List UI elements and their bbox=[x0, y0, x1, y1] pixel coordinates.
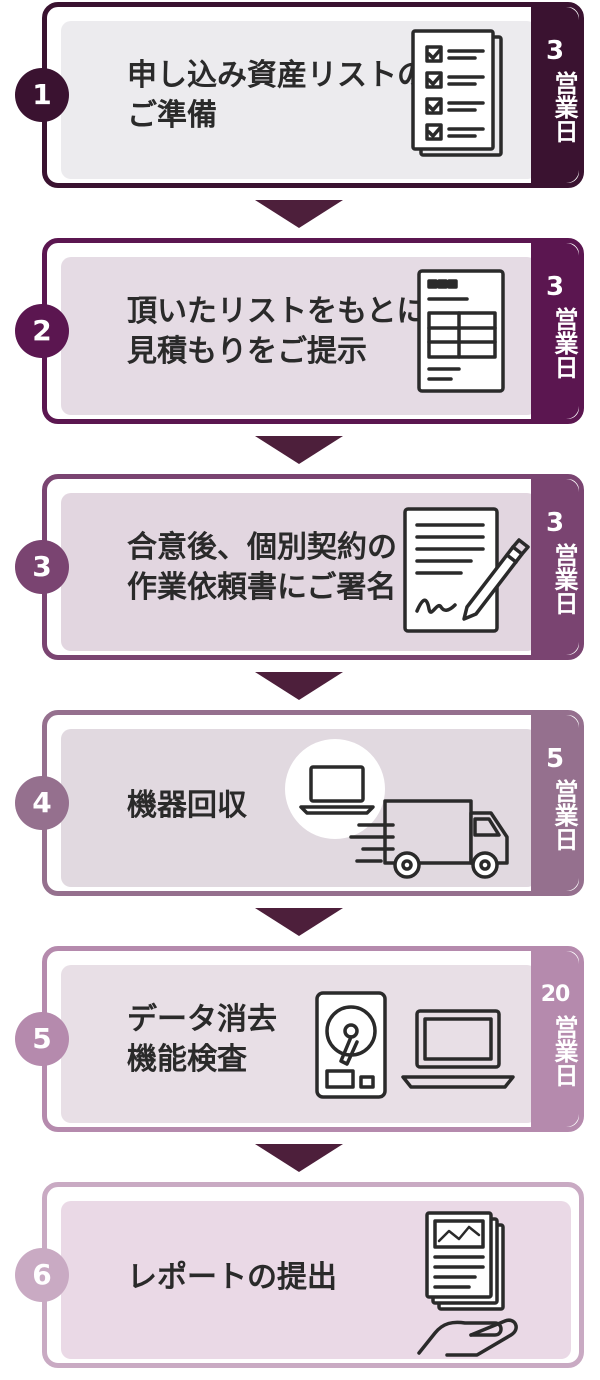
estimate-document-icon bbox=[417, 269, 505, 393]
step-2-title: 頂いたリストをもとに 見積もりをご提示 bbox=[127, 292, 426, 372]
step-1-title: 申し込み資産リストの ご準備 bbox=[127, 56, 427, 136]
step-3-title-line-1: 合意後、個別契約の bbox=[127, 530, 397, 565]
step-2-days-unit: 営業日 bbox=[550, 307, 578, 379]
step-1-number-badge: 1 bbox=[15, 68, 69, 122]
step-5-duration: 20 営業日 bbox=[531, 951, 579, 1127]
step-1-title-line-2: ご準備 bbox=[127, 98, 217, 133]
step-1: 3 営業日 申し込み資産リストの ご準備 bbox=[42, 2, 584, 188]
step-1-title-line-1: 申し込み資産リストの bbox=[127, 58, 427, 93]
step-3-number-badge: 3 bbox=[15, 540, 69, 594]
step-4-duration: 5 営業日 bbox=[531, 715, 579, 891]
step-3-title-line-2: 作業依頼書にご署名 bbox=[127, 570, 397, 605]
step-5-title-line-2: 機能検査 bbox=[127, 1042, 247, 1077]
contract-signing-icon bbox=[403, 507, 530, 633]
step-3-duration: 3 営業日 bbox=[531, 479, 579, 655]
step-4-days: 5 bbox=[545, 744, 565, 774]
step-3-title: 合意後、個別契約の 作業依頼書にご署名 bbox=[127, 528, 397, 608]
step-3: 3 営業日 合意後、個別契約の 作業依頼書にご署名 bbox=[42, 474, 584, 660]
step-5-days: 20 bbox=[540, 982, 571, 1007]
step-1-days-unit: 営業日 bbox=[550, 71, 578, 143]
step-2-title-line-2: 見積もりをご提示 bbox=[127, 334, 367, 369]
step-3-days: 3 bbox=[545, 508, 565, 538]
step-1-days: 3 bbox=[545, 36, 565, 66]
step-5: 20 営業日 データ消去 機能検査 bbox=[42, 946, 584, 1132]
arrow-down-icon bbox=[255, 908, 343, 936]
step-5-number-badge: 5 bbox=[15, 1012, 69, 1066]
hard-drive-and-laptop-icon bbox=[315, 991, 515, 1099]
step-4-title-line-1: 機器回収 bbox=[127, 788, 247, 823]
step-4: 5 営業日 機器回収 bbox=[42, 710, 584, 896]
delivery-truck-laptop-icon bbox=[285, 739, 509, 879]
arrow-down-icon bbox=[255, 200, 343, 228]
report-in-hand-icon bbox=[417, 1211, 518, 1357]
step-4-title: 機器回収 bbox=[127, 786, 247, 826]
step-1-duration: 3 営業日 bbox=[531, 7, 579, 183]
step-6-title: レポートの提出 bbox=[127, 1258, 337, 1298]
step-2-duration: 3 営業日 bbox=[531, 243, 579, 419]
arrow-down-icon bbox=[255, 436, 343, 464]
step-2-number-badge: 2 bbox=[15, 304, 69, 358]
step-6-title-line-1: レポートの提出 bbox=[127, 1260, 337, 1295]
step-4-number-badge: 4 bbox=[15, 776, 69, 830]
step-3-days-unit: 営業日 bbox=[550, 543, 578, 615]
step-5-days-unit: 営業日 bbox=[550, 1015, 578, 1087]
step-6-number-badge: 6 bbox=[15, 1248, 69, 1302]
step-2: 3 営業日 頂いたリストをもとに 見積もりをご提示 bbox=[42, 238, 584, 424]
checklist-icon bbox=[411, 29, 503, 157]
arrow-down-icon bbox=[255, 672, 343, 700]
arrow-down-icon bbox=[255, 1144, 343, 1172]
step-2-title-line-1: 頂いたリストをもとに bbox=[127, 294, 427, 329]
step-6: レポートの提出 bbox=[42, 1182, 584, 1368]
step-5-panel bbox=[61, 965, 537, 1123]
step-5-title: データ消去 機能検査 bbox=[127, 1000, 277, 1080]
step-5-title-line-1: データ消去 bbox=[127, 1002, 277, 1037]
step-2-days: 3 bbox=[545, 272, 565, 302]
step-4-days-unit: 営業日 bbox=[550, 779, 578, 851]
